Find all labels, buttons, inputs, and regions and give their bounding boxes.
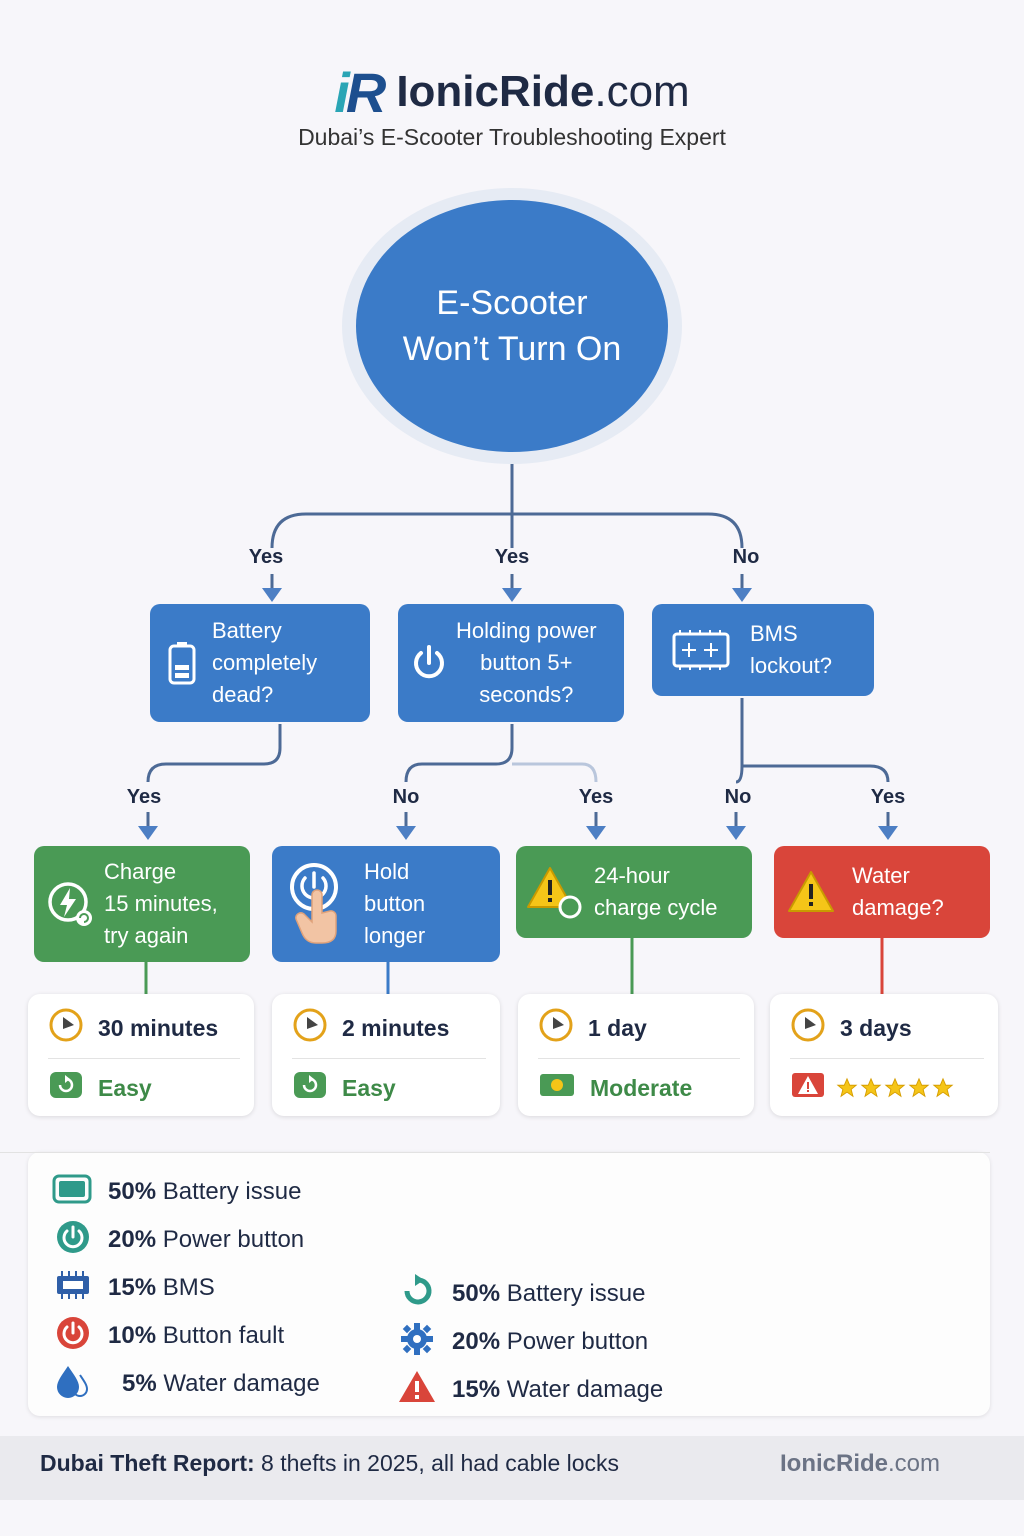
battery-icon	[168, 641, 196, 685]
star-icon	[908, 1077, 930, 1098]
warning-icon	[396, 1369, 438, 1412]
clock-icon	[538, 1007, 574, 1049]
refresh-icon	[292, 1070, 328, 1106]
footer-theft-report: Dubai Theft Report: 8 thefts in 2025, al…	[40, 1450, 620, 1476]
warning-icon	[786, 869, 836, 915]
stat-item: 10% Button fault	[52, 1316, 284, 1354]
flow-connectors	[138, 462, 898, 994]
branch-label: Yes	[494, 546, 530, 568]
stats-panel	[28, 1152, 990, 1416]
stat-item: 20% Power button	[52, 1220, 304, 1258]
warning-icon	[526, 865, 582, 919]
stat-item: 5% Water damage	[52, 1365, 320, 1402]
clock-icon	[48, 1007, 84, 1049]
warning-icon	[790, 1070, 826, 1106]
footer-bar	[0, 1436, 1024, 1500]
branch-label: Yes	[248, 546, 284, 568]
power-icon	[52, 1219, 94, 1262]
stat-item: 50% Battery issue	[396, 1273, 645, 1312]
wire-power-yes	[512, 762, 598, 783]
info-card-water: 3 days	[770, 994, 998, 1116]
branch-label: Yes	[870, 786, 906, 808]
tagline: Dubai’s E-Scooter Troubleshooting Expert	[298, 124, 726, 150]
clock-icon	[292, 1007, 328, 1049]
stat-item: 15% BMS	[52, 1270, 215, 1306]
star-icon	[860, 1077, 882, 1098]
charging-icon	[46, 880, 94, 928]
difficulty-stars	[836, 1077, 954, 1099]
refresh-icon	[48, 1070, 84, 1106]
branch-label: No	[724, 786, 752, 808]
wire-power-no	[404, 724, 514, 783]
footer-site-link[interactable]: IonicRide.com	[780, 1450, 941, 1477]
branch-label: No	[732, 546, 760, 568]
info-card-hold: 2 minutes Easy	[272, 994, 500, 1116]
circuit-board-icon	[52, 1269, 94, 1308]
power-icon	[52, 1315, 94, 1358]
wire-battery	[146, 724, 282, 783]
branch-label: Yes	[578, 786, 614, 808]
refresh-icon	[396, 1273, 438, 1316]
gear-icon	[396, 1321, 438, 1364]
star-icon	[932, 1077, 954, 1098]
info-card-charge: 30 minutes Easy	[28, 994, 254, 1116]
stats-divider	[0, 1152, 990, 1153]
star-icon	[836, 1077, 858, 1098]
finger-press-icon	[288, 861, 344, 947]
stat-item: 20% Power button	[396, 1322, 648, 1360]
circuit-board-icon	[670, 628, 732, 672]
battery-icon	[52, 1173, 94, 1212]
brand-name: IonicRide.com	[396, 67, 690, 116]
stat-item: 15% Water damage	[396, 1370, 663, 1408]
water-drop-icon	[52, 1363, 94, 1406]
branch-label: No	[392, 786, 420, 808]
battery-icon	[538, 1070, 576, 1106]
info-card-24h: 1 day Moderate	[518, 994, 754, 1116]
star-icon	[884, 1077, 906, 1098]
power-icon	[410, 644, 448, 682]
logo-mark: iR	[334, 60, 386, 124]
branch-label: Yes	[126, 786, 162, 808]
clock-icon	[790, 1007, 826, 1049]
header-logo: iR IonicRide.com	[0, 52, 1024, 132]
wire-level1-bar	[270, 512, 744, 549]
stat-item: 50% Battery issue	[52, 1174, 301, 1210]
